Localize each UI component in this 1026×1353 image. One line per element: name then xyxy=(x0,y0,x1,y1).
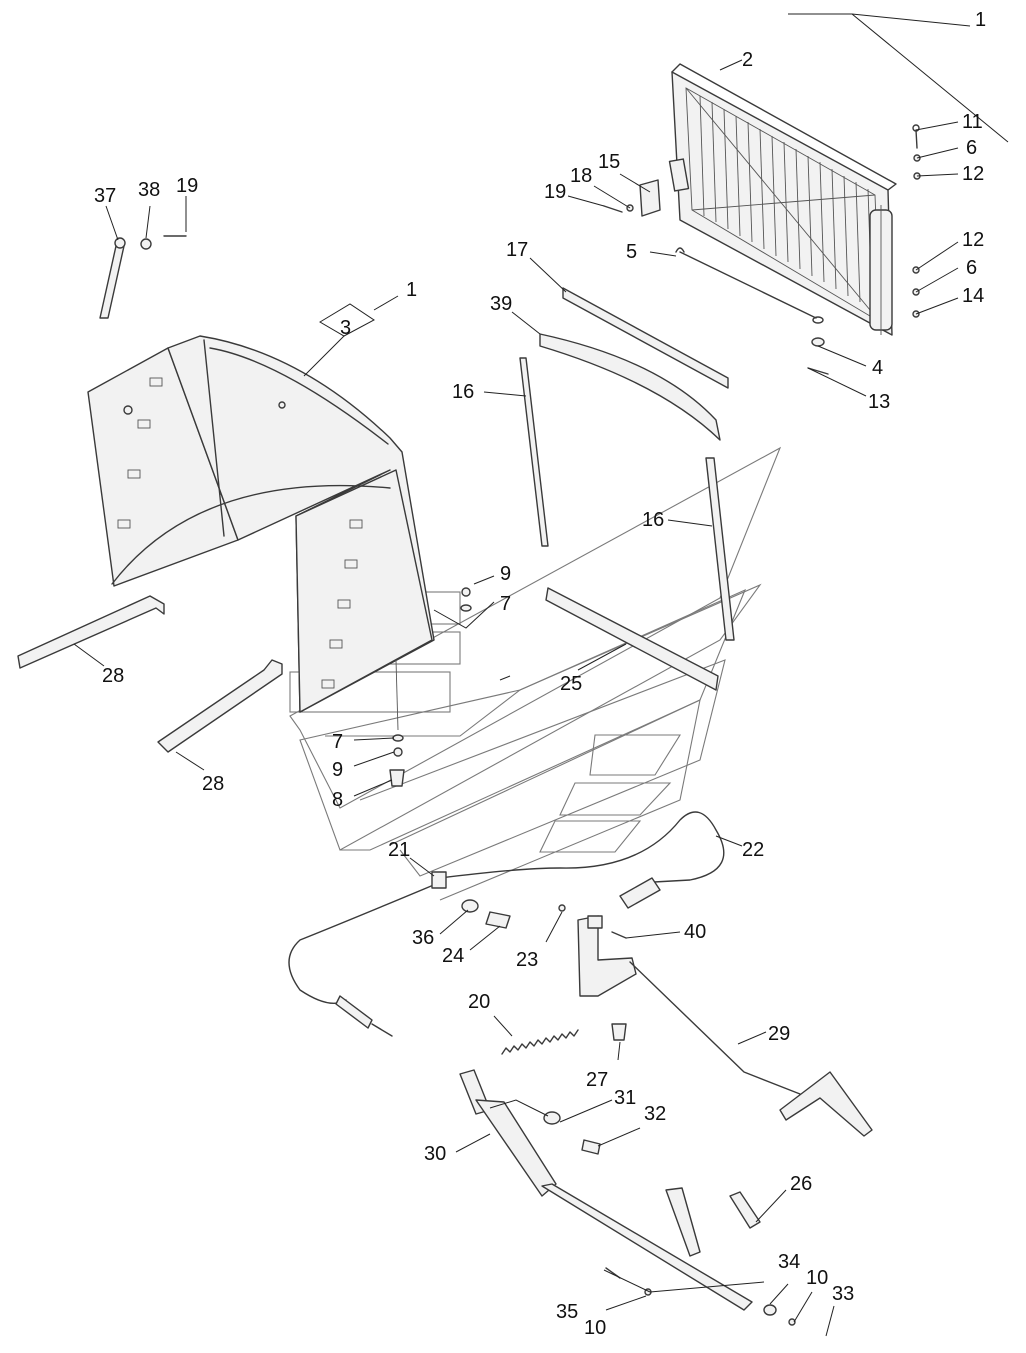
callout-36: 36 xyxy=(412,927,434,949)
callout-16-b: 16 xyxy=(642,509,664,531)
callout-40: 40 xyxy=(684,921,706,943)
cable-clamp-21 xyxy=(431,871,447,889)
bolt-32 xyxy=(581,1139,601,1155)
spring-20 xyxy=(501,1029,579,1055)
callout-23: 23 xyxy=(516,949,538,971)
washer-38 xyxy=(140,238,152,250)
callout-33: 33 xyxy=(832,1283,854,1305)
rod-37 xyxy=(99,245,125,319)
bushing-34 xyxy=(763,1304,777,1316)
washer-10-a xyxy=(788,1318,796,1326)
callout-20: 20 xyxy=(468,991,490,1013)
callout-19-a: 19 xyxy=(544,181,566,203)
callout-38: 38 xyxy=(138,179,160,201)
bracket-15 xyxy=(639,179,661,217)
callout-12-a: 12 xyxy=(962,163,984,185)
lever-30 xyxy=(459,1069,753,1311)
seal-28-lower xyxy=(157,659,283,753)
callout-15: 15 xyxy=(598,151,620,173)
seal-25 xyxy=(545,587,719,691)
callout-8: 8 xyxy=(332,789,343,811)
callout-14: 14 xyxy=(962,285,984,307)
cable-22 xyxy=(439,811,725,883)
seal-17 xyxy=(562,287,729,389)
washer-36 xyxy=(461,899,479,913)
callout-10-b: 10 xyxy=(584,1317,606,1339)
condenser-hardware xyxy=(603,124,921,318)
pin-40 xyxy=(611,931,627,939)
callout-35: 35 xyxy=(556,1301,578,1323)
bolt-24 xyxy=(485,911,511,929)
rod-29-bracket xyxy=(779,1071,873,1137)
callout-1-top: 1 xyxy=(975,9,986,31)
shroud-3 xyxy=(87,335,435,713)
seal-16-left xyxy=(519,357,549,547)
callout-27: 27 xyxy=(586,1069,608,1091)
callout-4: 4 xyxy=(872,357,883,379)
callout-12-b: 12 xyxy=(962,229,984,251)
callout-5: 5 xyxy=(626,241,637,263)
callout-22: 22 xyxy=(742,839,764,861)
seal-39 xyxy=(539,333,721,441)
callout-7-a: 7 xyxy=(500,593,511,615)
leader-lines xyxy=(73,13,1009,1337)
callout-3: 3 xyxy=(340,317,351,339)
callout-26: 26 xyxy=(790,1173,812,1195)
callout-31: 31 xyxy=(614,1087,636,1109)
callout-29: 29 xyxy=(768,1023,790,1045)
callout-17: 17 xyxy=(506,239,528,261)
callout-24: 24 xyxy=(442,945,464,967)
callout-21: 21 xyxy=(388,839,410,861)
seal-16-right xyxy=(705,457,735,641)
callout-10-a: 10 xyxy=(806,1267,828,1289)
callout-16-a: 16 xyxy=(452,381,474,403)
callout-13: 13 xyxy=(868,391,890,413)
washer-4 xyxy=(811,337,825,347)
bracket-top-15 xyxy=(668,158,690,192)
callout-9-a: 9 xyxy=(500,563,511,585)
callout-11: 11 xyxy=(962,111,983,133)
callout-7-b: 7 xyxy=(332,731,343,753)
callout-30: 30 xyxy=(424,1143,446,1165)
cable-fitting xyxy=(619,877,661,909)
callout-37: 37 xyxy=(94,185,116,207)
callout-2: 2 xyxy=(742,49,753,71)
callout-28-a: 28 xyxy=(102,665,124,687)
callout-25: 25 xyxy=(560,673,582,695)
tab-5-end xyxy=(812,316,824,324)
callout-1-mid: 1 xyxy=(406,279,417,301)
washer-31 xyxy=(543,1111,561,1125)
callout-18: 18 xyxy=(570,165,592,187)
condenser-assembly xyxy=(671,63,897,336)
callout-19-b: 19 xyxy=(176,175,198,197)
seal-28-upper xyxy=(17,595,165,669)
callout-32: 32 xyxy=(644,1103,666,1125)
part-26 xyxy=(729,1191,761,1229)
screw-13 xyxy=(807,367,829,375)
cable-end-lower xyxy=(335,995,373,1029)
callout-labels: 1 2 11 6 12 15 18 19 5 12 6 14 4 13 17 3… xyxy=(94,9,986,1339)
callout-39: 39 xyxy=(490,293,512,315)
rod-5 xyxy=(675,247,817,319)
cable-22-lower xyxy=(288,883,437,1004)
callout-28-b: 28 xyxy=(202,773,224,795)
bracket-23 xyxy=(577,915,637,997)
callout-34: 34 xyxy=(778,1251,800,1273)
callout-6-b: 6 xyxy=(966,257,977,279)
callout-6-a: 6 xyxy=(966,137,977,159)
callout-9-b: 9 xyxy=(332,759,343,781)
bolt-27 xyxy=(611,1023,627,1041)
rod-29 xyxy=(629,961,801,1095)
